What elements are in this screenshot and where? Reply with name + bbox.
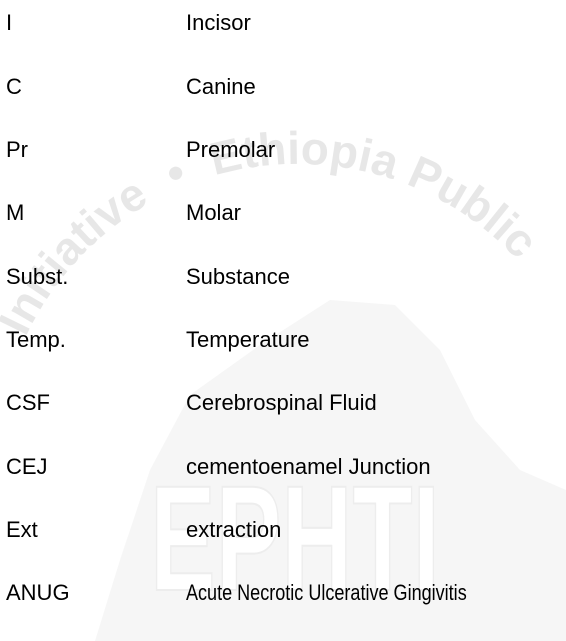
watermark-center-text: EPHTI bbox=[150, 454, 440, 622]
abbreviation-term: CEJ bbox=[6, 454, 48, 479]
abbreviation-row: Ext extraction bbox=[0, 510, 566, 550]
abbreviation-definition: Premolar bbox=[186, 137, 276, 162]
abbreviation-definition: Temperature bbox=[186, 327, 310, 352]
abbreviation-row: Subst. Substance bbox=[0, 257, 566, 297]
abbreviation-definition: Incisor bbox=[186, 10, 251, 35]
abbreviation-term: Temp. bbox=[6, 327, 66, 352]
map-silhouette-icon bbox=[95, 300, 566, 641]
abbreviation-definition: extraction bbox=[186, 517, 282, 542]
abbreviation-term: Subst. bbox=[6, 264, 69, 289]
abbreviation-term: ANUG bbox=[6, 580, 70, 605]
abbreviation-term: I bbox=[6, 10, 13, 35]
abbreviation-row: C Canine bbox=[0, 67, 566, 107]
abbreviation-row: Temp. Temperature bbox=[0, 320, 566, 360]
abbreviation-term: Ext bbox=[6, 517, 38, 542]
abbreviation-term: Pr bbox=[6, 137, 28, 162]
abbreviation-definition: Molar bbox=[186, 200, 242, 225]
abbreviation-row: M Molar bbox=[0, 193, 566, 233]
abbreviation-definition: Canine bbox=[186, 74, 256, 99]
abbreviation-definition: Cerebrospinal Fluid bbox=[186, 390, 377, 415]
abbreviation-row: Pr Premolar bbox=[0, 130, 566, 170]
abbreviation-row: CEJ cementoenamel Junction bbox=[0, 447, 566, 487]
abbreviation-definition: cementoenamel Junction bbox=[186, 454, 431, 479]
abbreviation-definition: Acute Necrotic Ulcerative Gingivitis bbox=[186, 580, 467, 605]
abbreviation-term: M bbox=[6, 200, 25, 225]
abbreviation-term: C bbox=[6, 74, 22, 99]
abbreviation-row: I Incisor bbox=[0, 3, 566, 43]
abbreviation-row: ANUG Acute Necrotic Ulcerative Gingiviti… bbox=[0, 573, 566, 613]
abbreviation-term: CSF bbox=[6, 390, 50, 415]
abbreviation-definition: Substance bbox=[186, 264, 290, 289]
abbreviation-row: CSF Cerebrospinal Fluid bbox=[0, 383, 566, 423]
